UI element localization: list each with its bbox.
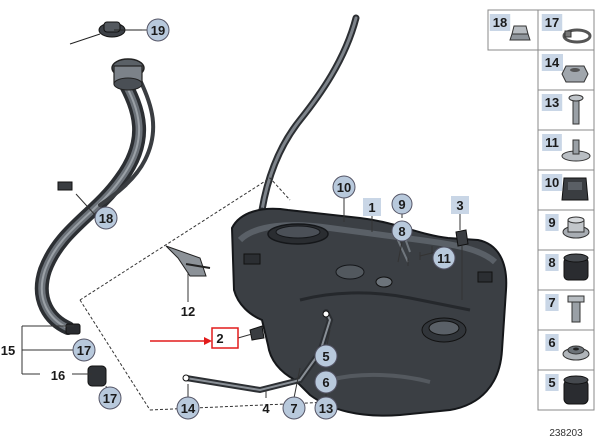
- svg-text:14: 14: [545, 55, 560, 70]
- panel-label-18: 18: [489, 14, 511, 31]
- callout-17a[interactable]: 17: [72, 338, 96, 362]
- panel-label-badge: [489, 14, 511, 31]
- callout-label: 18: [99, 211, 113, 226]
- callout-16[interactable]: 16: [51, 368, 65, 383]
- panel-label-5: 5: [545, 374, 559, 391]
- callout-13[interactable]: 13: [314, 396, 338, 420]
- panel-label-14: 14: [541, 54, 563, 71]
- svg-text:9: 9: [548, 215, 555, 230]
- callout-label: 17: [103, 391, 117, 406]
- panel-part-5: [563, 375, 589, 405]
- highlight-arrow: [150, 337, 212, 345]
- panel-label-badge: [545, 254, 559, 271]
- callout-8[interactable]: 8: [391, 220, 413, 242]
- hose-part: [87, 365, 107, 387]
- callout-17b[interactable]: 17: [98, 386, 122, 410]
- callout-label: 3: [456, 198, 463, 213]
- panel-label-7: 7: [545, 294, 559, 311]
- panel-part-14: [561, 65, 589, 83]
- callout-3[interactable]: 3: [451, 196, 469, 214]
- svg-text:8: 8: [548, 255, 555, 270]
- panel-label-badge: [545, 374, 559, 391]
- panel-part-11: [561, 139, 591, 162]
- panel-label-badge: [545, 334, 559, 351]
- callout-15[interactable]: 15: [1, 343, 15, 358]
- callout-11[interactable]: 11: [432, 246, 456, 270]
- callout-19[interactable]: 19: [146, 18, 170, 42]
- panel-label-badge: [541, 54, 563, 71]
- panel-label-badge: [545, 214, 559, 231]
- callout-label: 2: [216, 331, 223, 346]
- callout-1[interactable]: 1: [363, 198, 381, 216]
- panel-label-badge: [542, 134, 562, 151]
- callout-label: 11: [437, 251, 451, 266]
- callout-label: 5: [322, 349, 329, 364]
- panel-label-badge: [545, 294, 559, 311]
- svg-text:10: 10: [545, 175, 559, 190]
- callout-label: 13: [319, 401, 333, 416]
- pipe-clamp: [57, 181, 73, 191]
- callout-label: 1: [368, 200, 375, 215]
- svg-text:7: 7: [548, 295, 555, 310]
- panel-part-10: [561, 177, 589, 201]
- mounting-part: [455, 229, 469, 247]
- svg-text:11: 11: [545, 135, 559, 150]
- svg-text:13: 13: [545, 95, 559, 110]
- callout-label: 19: [151, 23, 165, 38]
- callout-2-highlighted[interactable]: 2: [211, 327, 239, 349]
- panel-label-9: 9: [545, 214, 559, 231]
- panel-part-9: [562, 216, 590, 239]
- panel-part-8: [563, 253, 589, 281]
- callout-label: 16: [51, 368, 65, 383]
- panel-part-18: [509, 25, 531, 41]
- svg-text:17: 17: [545, 15, 559, 30]
- callout-9[interactable]: 9: [391, 193, 413, 215]
- panel-part-7: [567, 295, 585, 323]
- panel-label-10: 10: [541, 174, 563, 191]
- callout-12[interactable]: 12: [181, 304, 195, 319]
- vent-pipe: [235, 14, 360, 233]
- panel-label-badge: [541, 94, 563, 111]
- bracket-12: [165, 245, 211, 277]
- callout-4[interactable]: 4: [262, 401, 270, 416]
- callout-label: 10: [337, 180, 351, 195]
- panel-label-17: 17: [541, 14, 563, 31]
- panel-part-6: [562, 345, 590, 361]
- panel-part-13: [568, 94, 584, 125]
- callout-18[interactable]: 18: [94, 206, 118, 230]
- leader-lines: [21, 29, 463, 399]
- callout-6[interactable]: 6: [314, 370, 338, 394]
- callout-label: 17: [77, 343, 91, 358]
- callout-label: 15: [1, 343, 15, 358]
- callout-10[interactable]: 10: [332, 175, 356, 199]
- filler-cap: [69, 21, 142, 45]
- diagram-id: 238203: [549, 428, 583, 439]
- callout-label: 9: [398, 197, 405, 212]
- svg-text:5: 5: [548, 375, 555, 390]
- callout-label: 14: [181, 401, 196, 416]
- panel-label-6: 6: [545, 334, 559, 351]
- filler-pipe: [34, 71, 156, 335]
- filler-neck: [111, 58, 145, 91]
- callout-7[interactable]: 7: [282, 396, 306, 420]
- panel-label-badge: [541, 174, 563, 191]
- panel-label-11: 11: [542, 134, 562, 151]
- svg-text:6: 6: [548, 335, 555, 350]
- callout-label: 4: [262, 401, 270, 416]
- panel-label-badge: [541, 14, 563, 31]
- svg-text:18: 18: [493, 15, 507, 30]
- callout-14[interactable]: 14: [176, 396, 200, 420]
- callout-5[interactable]: 5: [314, 344, 338, 368]
- panel-label-8: 8: [545, 254, 559, 271]
- callout-label: 12: [181, 304, 195, 319]
- tank-strap: [182, 309, 334, 394]
- callout-label: 7: [290, 401, 297, 416]
- callout-label: 8: [398, 224, 405, 239]
- panel-part-17: [562, 28, 592, 44]
- mounting-clip: [249, 325, 265, 341]
- callout-label: 6: [322, 375, 329, 390]
- panel-label-13: 13: [541, 94, 563, 111]
